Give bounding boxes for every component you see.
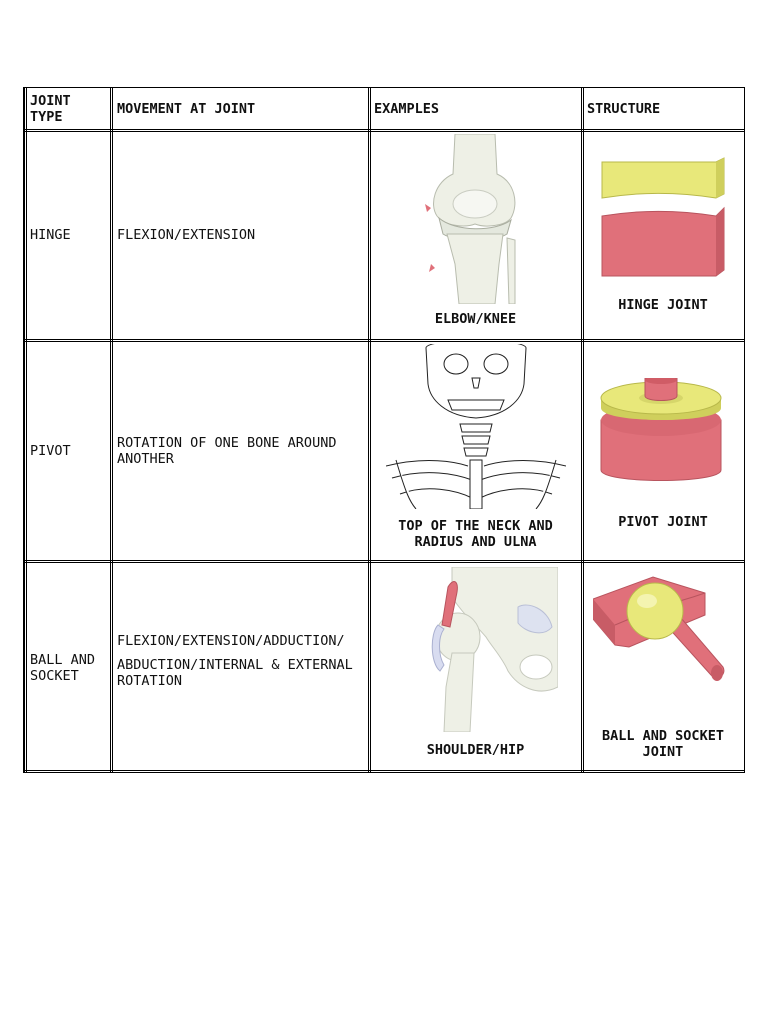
row-divider-3	[24, 560, 744, 563]
joint-type-ball-socket: BALL AND SOCKET	[30, 651, 96, 684]
table-header-row: JOINT TYPE MOVEMENT AT JOINT EXAMPLES ST…	[24, 88, 744, 129]
pivot-joint-model	[600, 378, 722, 481]
example-caption-ball-socket: SHOULDER/HIP	[426, 742, 525, 758]
header-examples: EXAMPLES	[374, 100, 440, 117]
example-caption-hinge: ELBOW/KNEE	[434, 311, 517, 327]
joint-type-pivot: PIVOT	[30, 443, 71, 459]
movement-pivot: ROTATION OF ONE BONE AROUND ANOTHER	[117, 435, 337, 467]
header-structure: STRUCTURE	[587, 100, 661, 117]
header-movement: MOVEMENT AT JOINT	[117, 100, 256, 117]
movement-ball-socket: FLEXION/EXTENSION/ADDUCTION/ ABDUCTION/I…	[113, 563, 368, 772]
joint-table: JOINT TYPE MOVEMENT AT JOINT EXAMPLES ST…	[23, 87, 745, 773]
table-row-ball-socket: BALL AND SOCKET FLEXION/EXTENSION/ADDUCT…	[24, 563, 744, 772]
structure-ball-socket: BALL AND SOCKET JOINT	[583, 563, 743, 772]
header-joint-type: JOINT TYPE	[30, 92, 71, 125]
structure-pivot: PIVOT JOINT	[583, 342, 743, 560]
row-divider-2	[24, 339, 744, 342]
movement-ball-socket-line-2: ABDUCTION/INTERNAL & EXTERNAL ROTATION	[117, 657, 353, 689]
structure-caption-pivot: PIVOT JOINT	[618, 514, 708, 530]
example-pivot: TOP OF THE NECK AND RADIUS AND ULNA	[370, 342, 581, 560]
column-divider-1	[110, 88, 113, 772]
table-row-hinge: HINGE FLEXION/EXTENSION ELBOW/KNEE HINGE…	[24, 131, 744, 339]
column-divider-3	[581, 88, 584, 772]
example-caption-pivot: TOP OF THE NECK AND RADIUS AND ULNA	[398, 518, 553, 550]
example-hinge: ELBOW/KNEE	[370, 131, 581, 339]
structure-hinge: HINGE JOINT	[583, 131, 743, 339]
hip-joint-illustration	[431, 567, 558, 732]
table-bottom-edge	[24, 770, 744, 773]
table-row-pivot: PIVOT ROTATION OF ONE BONE AROUND ANOTHE…	[24, 342, 744, 560]
movement-hinge: FLEXION/EXTENSION	[117, 227, 256, 243]
ball-socket-joint-model	[593, 576, 725, 681]
movement-ball-socket-line-1: FLEXION/EXTENSION/ADDUCTION/	[117, 633, 345, 649]
row-divider-1	[24, 129, 744, 132]
table-left-edge	[24, 88, 27, 772]
knee-joint-illustration	[425, 134, 516, 304]
hinge-joint-model	[601, 157, 725, 277]
column-divider-2	[368, 88, 371, 772]
structure-caption-ball-socket: BALL AND SOCKET JOINT	[602, 728, 724, 760]
joint-type-hinge: HINGE	[30, 227, 71, 243]
example-ball-socket: SHOULDER/HIP	[370, 563, 581, 772]
structure-caption-hinge: HINGE JOINT	[618, 297, 708, 313]
skull-neck-illustration	[386, 344, 566, 509]
